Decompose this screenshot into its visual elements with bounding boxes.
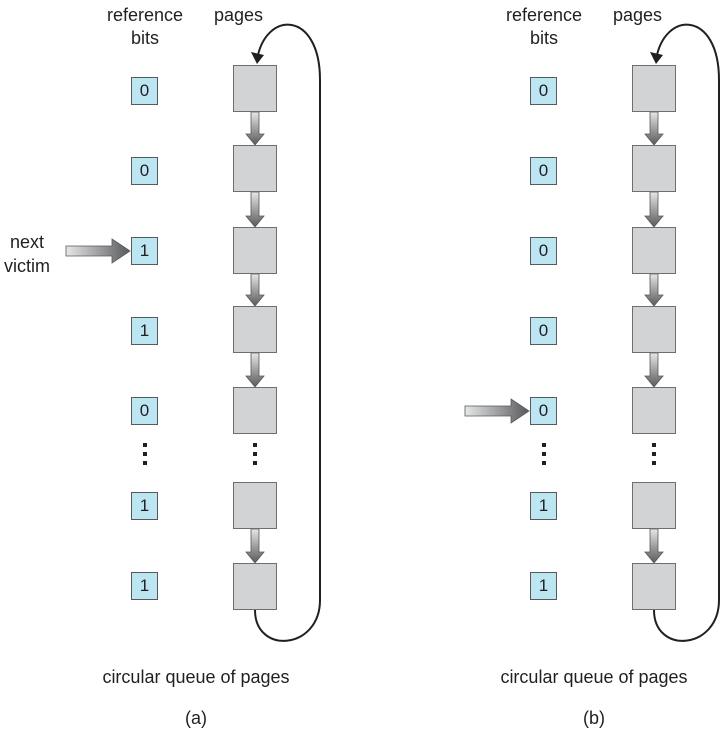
- header-reference-line2: bits: [529, 28, 559, 48]
- bits-ellipsis: [541, 443, 547, 470]
- caption: circular queue of pages: [500, 667, 688, 687]
- pages-ellipsis: [651, 443, 657, 470]
- caption: circular queue of pages: [102, 667, 290, 687]
- queue-arrow: [644, 528, 664, 564]
- reference-bit: 1: [131, 237, 158, 265]
- victim-pointer-arrow: [65, 238, 131, 264]
- reference-bit: 0: [131, 77, 158, 105]
- queue-arrow: [644, 273, 664, 307]
- circular-loop: [653, 23, 720, 642]
- reference-bit: 0: [530, 157, 557, 185]
- pointer-label-line2: victim: [4, 256, 50, 276]
- reference-bit: 0: [131, 157, 158, 185]
- loop-arrowhead: [650, 52, 663, 64]
- page-frame: [233, 306, 277, 353]
- reference-bit: 1: [131, 492, 158, 520]
- reference-bit: 1: [131, 572, 158, 600]
- page-frame: [632, 306, 676, 353]
- page-frame: [632, 563, 676, 610]
- loop-arrowhead: [251, 52, 264, 64]
- queue-arrow: [644, 191, 664, 228]
- pages-ellipsis: [252, 443, 258, 470]
- header-pages: pages: [214, 5, 264, 25]
- page-frame: [632, 145, 676, 192]
- queue-arrow: [245, 273, 265, 307]
- reference-bit: 0: [530, 397, 557, 425]
- queue-arrow: [644, 111, 664, 146]
- pointer-label-line1: next: [9, 232, 45, 252]
- page-frame: [233, 563, 277, 610]
- page-frame: [233, 387, 277, 434]
- panel-sublabel: (b): [583, 708, 605, 728]
- page-frame: [632, 482, 676, 529]
- page-frame: [233, 482, 277, 529]
- reference-bit: 1: [131, 317, 158, 345]
- queue-arrow: [245, 191, 265, 228]
- queue-arrow: [644, 352, 664, 388]
- reference-bit: 1: [530, 572, 557, 600]
- reference-bit: 0: [530, 317, 557, 345]
- page-frame: [233, 227, 277, 274]
- bits-ellipsis: [142, 443, 148, 470]
- queue-arrow: [245, 111, 265, 146]
- queue-arrow: [245, 352, 265, 388]
- header-pages: pages: [613, 5, 663, 25]
- queue-arrow: [245, 528, 265, 564]
- header-reference-line1: reference: [106, 5, 184, 25]
- page-frame: [632, 227, 676, 274]
- circular-loop: [254, 23, 321, 642]
- header-reference-line2: bits: [130, 28, 160, 48]
- page-frame: [632, 387, 676, 434]
- reference-bit: 1: [530, 492, 557, 520]
- page-frame: [632, 65, 676, 112]
- page-frame: [233, 145, 277, 192]
- header-reference-line1: reference: [505, 5, 583, 25]
- reference-bit: 0: [131, 397, 158, 425]
- reference-bit: 0: [530, 77, 557, 105]
- panel-sublabel: (a): [185, 708, 207, 728]
- reference-bit: 0: [530, 237, 557, 265]
- page-frame: [233, 65, 277, 112]
- victim-pointer-arrow: [464, 398, 530, 424]
